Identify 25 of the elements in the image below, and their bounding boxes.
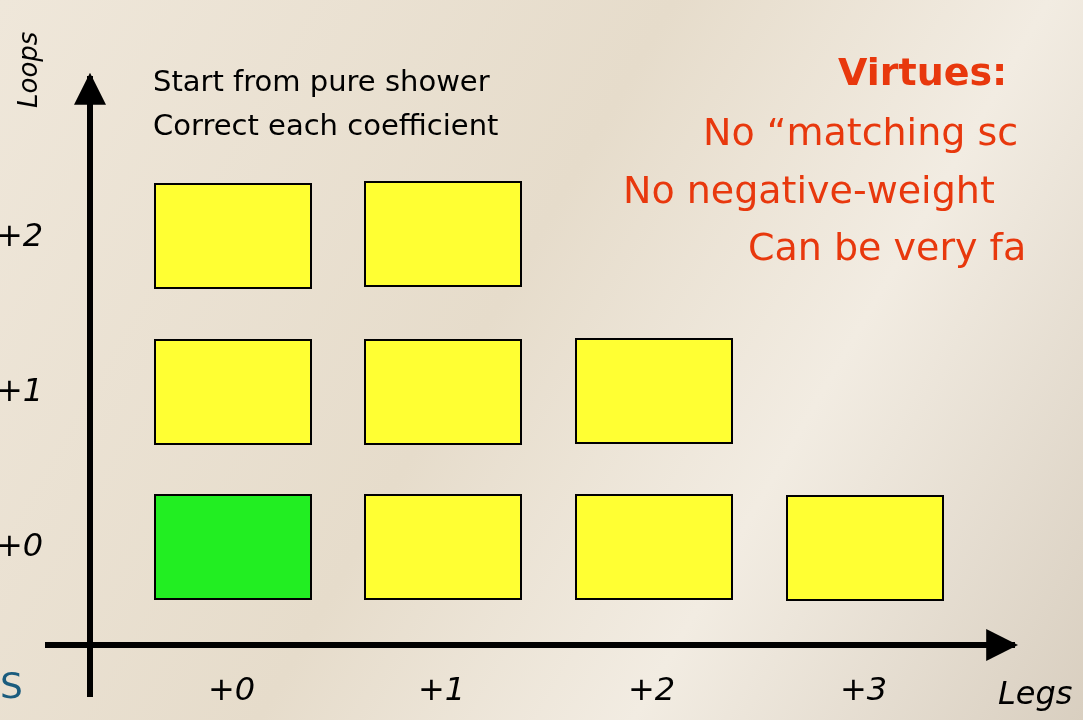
bullet-text: No negative-weight bbox=[623, 170, 995, 212]
grid-cell-box bbox=[154, 494, 312, 600]
tick-label: +2 bbox=[628, 672, 676, 708]
tick-label: +0 bbox=[208, 672, 256, 708]
tick-label: +1 bbox=[0, 373, 44, 409]
axis-title: Loops bbox=[14, 31, 43, 108]
heading: Virtues: bbox=[838, 52, 1008, 94]
grid-cell-box bbox=[575, 338, 733, 444]
axis-title: Legs bbox=[998, 676, 1073, 712]
note-text: Correct each coefficient bbox=[153, 110, 499, 142]
grid-cell-box bbox=[364, 494, 522, 600]
bullet-text: Can be very fa bbox=[748, 227, 1027, 269]
tick-label: +0 bbox=[0, 528, 44, 564]
grid-cell-box bbox=[575, 494, 733, 600]
grid-cell-box bbox=[786, 495, 944, 601]
tick-label: +1 bbox=[418, 672, 466, 708]
bullet-text: No “matching sc bbox=[703, 112, 1019, 154]
grid-cell-box bbox=[154, 183, 312, 289]
grid-cell-box bbox=[364, 181, 522, 287]
tick-label: +3 bbox=[840, 672, 888, 708]
note-text: Start from pure shower bbox=[153, 66, 490, 98]
fragment-text: S bbox=[0, 666, 23, 706]
grid-cell-box bbox=[154, 339, 312, 445]
grid-cell-box bbox=[364, 339, 522, 445]
tick-label: +2 bbox=[0, 218, 44, 254]
